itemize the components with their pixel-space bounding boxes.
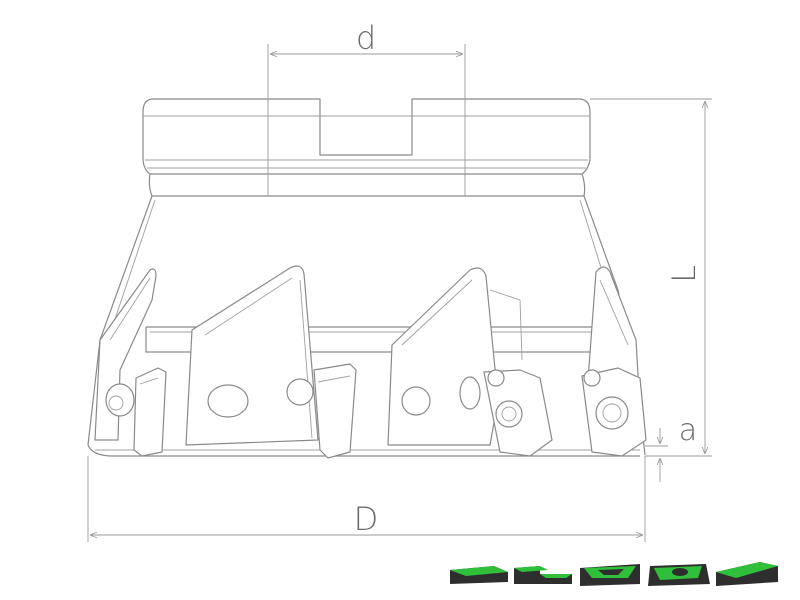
dimension-a [645, 428, 668, 482]
insert-shape-3-icon [580, 564, 640, 586]
dimension-L [590, 98, 712, 457]
dimension-d [267, 44, 466, 196]
insert-shape-1-icon [450, 566, 508, 584]
chip-pocket-2 [185, 265, 319, 446]
label-L: L [665, 265, 703, 283]
label-D: D [354, 500, 379, 538]
insert-1 [133, 367, 167, 457]
insert-shape-4-icon [648, 564, 710, 586]
insert-4 [581, 367, 647, 457]
insert-shape-2-icon [514, 566, 572, 584]
insert-3 [483, 369, 553, 457]
insert-2 [313, 363, 357, 459]
dimension-D [87, 456, 646, 542]
insert-shape-5-icon [716, 562, 778, 586]
label-d: d [356, 19, 376, 57]
cutter-body [87, 98, 646, 457]
fastening-holes [105, 376, 481, 418]
label-a: a [679, 413, 697, 448]
